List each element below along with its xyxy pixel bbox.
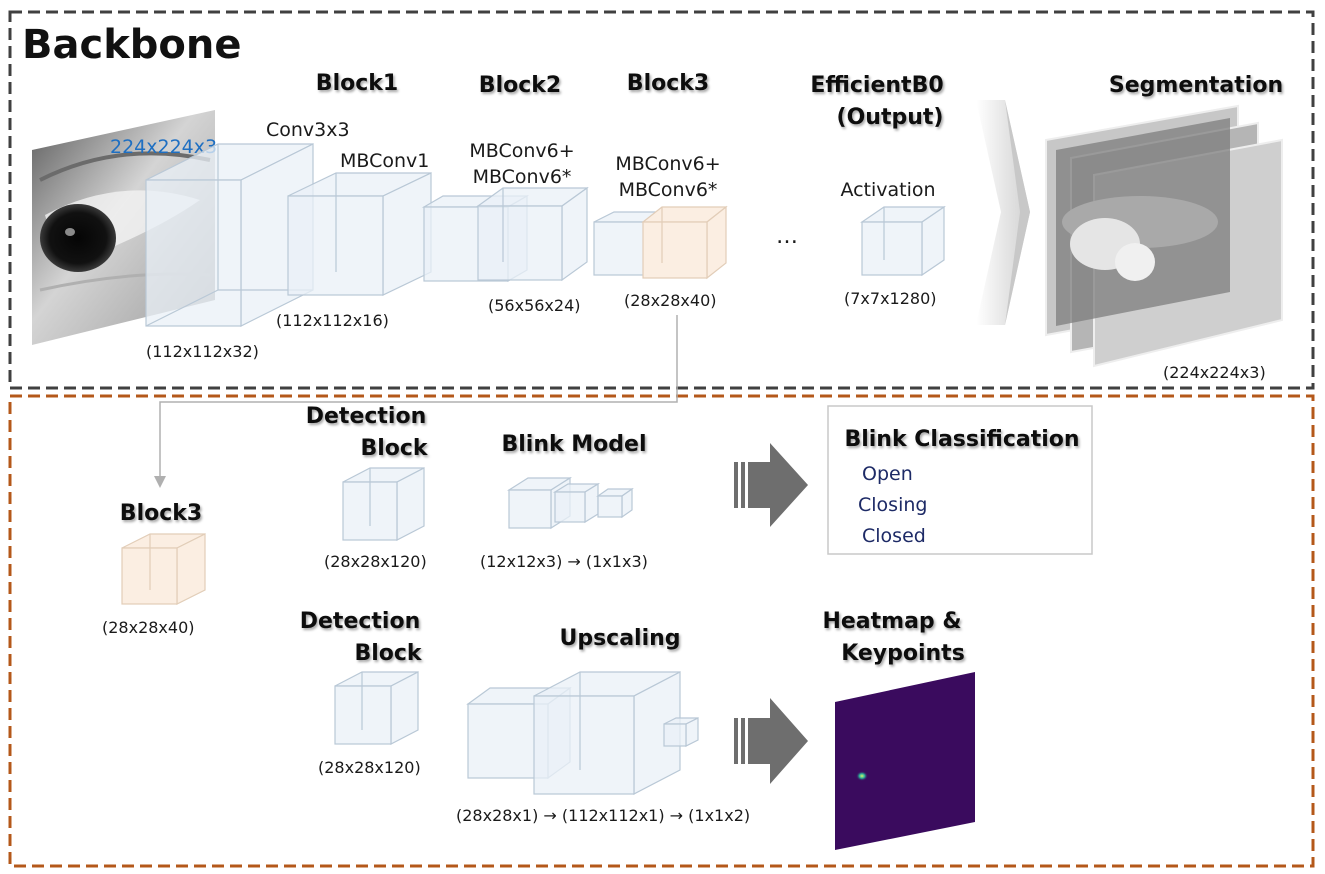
blink-class-closing: Closing bbox=[858, 494, 927, 516]
blink-classification-title: Blink Classification bbox=[844, 427, 1079, 452]
block3-layer-box-2 bbox=[641, 205, 728, 280]
upscaling-dims: (28x28x1) → (112x112x1) → (1x1x2) bbox=[456, 806, 750, 825]
heatmap-title-line2: Keypoints bbox=[841, 641, 965, 666]
blink-model-layers bbox=[506, 476, 634, 530]
heads-block3-layer-box bbox=[121, 533, 206, 605]
block1-conv-label: Conv3x3 bbox=[266, 119, 350, 141]
blink-classification-panel: Blink Classification Open Closing Closed bbox=[827, 405, 1093, 555]
blink-model-title: Blink Model bbox=[501, 432, 646, 457]
block3-title: Block3 bbox=[627, 71, 709, 96]
keypoint-detection-dims: (28x28x120) bbox=[318, 758, 421, 777]
blink-model-layer-box-3 bbox=[596, 487, 634, 519]
conv3x3-layer-box bbox=[145, 143, 314, 327]
blink-detection-title-line2: Block bbox=[360, 436, 428, 461]
blink-model-layer-box-2 bbox=[552, 482, 601, 524]
upscaling-layers bbox=[466, 671, 699, 795]
heatmap-plane bbox=[835, 672, 975, 850]
heads-block3-dims: (28x28x40) bbox=[102, 618, 195, 637]
block1-mbconv-label: MBConv1 bbox=[340, 150, 429, 172]
segmentation-dims: (224x224x3) bbox=[1163, 363, 1266, 382]
block3-label-line1: MBConv6+ bbox=[615, 153, 720, 175]
output-title-line2: (Output) bbox=[837, 105, 944, 130]
blink-model-dims: (12x12x3) → (1x1x3) bbox=[480, 552, 648, 571]
block1-title: Block1 bbox=[316, 71, 398, 96]
keypoint-detection-title-line1: Detection bbox=[300, 609, 421, 634]
block1-conv-dims: (112x112x32) bbox=[146, 342, 259, 361]
segmentation-output-image bbox=[1045, 104, 1283, 368]
upscaling-layer-box-2 bbox=[533, 671, 681, 795]
block3-label-line2: MBConv6* bbox=[619, 179, 718, 201]
keypoint-hotspot bbox=[856, 771, 868, 781]
ellipsis: … bbox=[776, 224, 798, 249]
blink-class-closed: Closed bbox=[862, 525, 926, 547]
block2-dims: (56x56x24) bbox=[488, 296, 581, 315]
activation-label: Activation bbox=[840, 179, 935, 201]
heads-section bbox=[8, 394, 1315, 868]
blink-output-arrow bbox=[734, 443, 808, 527]
block2-title: Block2 bbox=[479, 73, 561, 98]
backbone-section bbox=[8, 10, 1315, 390]
heatmap-image bbox=[835, 672, 975, 850]
activation-layer-box bbox=[860, 205, 946, 277]
keypoint-detection-block-box bbox=[334, 671, 419, 745]
block2-label-line2: MBConv6* bbox=[473, 166, 572, 188]
block3-connector-arrow bbox=[154, 315, 678, 488]
blink-detection-dims: (28x28x120) bbox=[324, 552, 427, 571]
blink-detection-block-box bbox=[342, 467, 425, 541]
keypoint-detection-title-line2: Block bbox=[354, 641, 422, 666]
output-dims: (7x7x1280) bbox=[844, 289, 937, 308]
heads-block3-title: Block3 bbox=[120, 501, 202, 526]
backbone-title: Backbone bbox=[22, 22, 242, 68]
block2-layer-box-2 bbox=[476, 186, 589, 282]
block2-label-line1: MBConv6+ bbox=[469, 140, 574, 162]
input-dims-label: 224x224x3 bbox=[110, 136, 217, 158]
upscaling-title: Upscaling bbox=[559, 626, 680, 651]
chevron-right-icon bbox=[976, 100, 1030, 325]
blink-detection-title-line1: Detection bbox=[306, 404, 427, 429]
heatmap-title-line1: Heatmap & bbox=[822, 609, 961, 634]
upscaling-layer-box-3 bbox=[663, 717, 699, 747]
block1-mbconv-dims: (112x112x16) bbox=[276, 311, 389, 330]
segmentation-title: Segmentation bbox=[1109, 73, 1283, 98]
blink-class-open: Open bbox=[862, 463, 913, 485]
block3-dims: (28x28x40) bbox=[624, 291, 717, 310]
keypoint-output-arrow bbox=[734, 698, 808, 784]
mbconv1-layer-box bbox=[287, 172, 432, 296]
output-title-line1: EfficientB0 bbox=[810, 73, 943, 98]
